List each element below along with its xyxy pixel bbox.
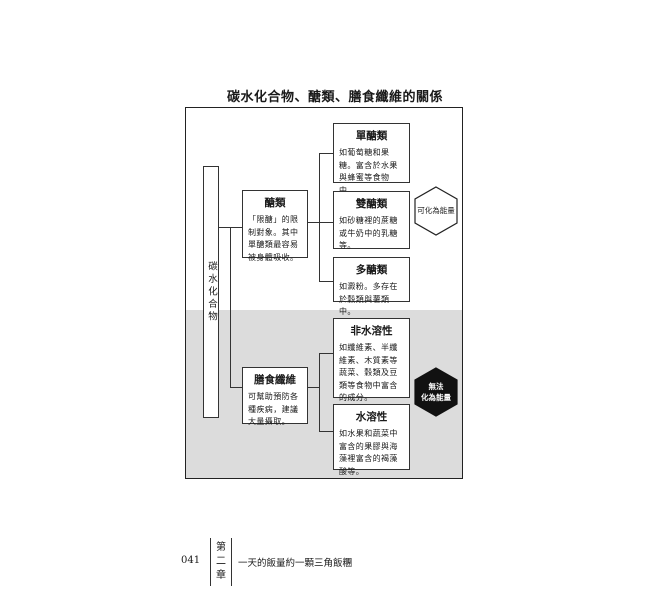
- diagram-frame: 碳水化合物 醣類 「限醣」的限制對象。其中單醣類最容易被身體吸收。 膳食纖維 可…: [185, 107, 463, 479]
- connector-sugars-spine: [319, 153, 320, 281]
- chapter-title: 一天的飯量約一顆三角飯糰: [238, 558, 353, 569]
- carbohydrate-root-box: 碳水化合物: [203, 166, 219, 418]
- monosaccharide-box: 單醣類 如葡萄糖和果糖。富含於水果與蜂蜜等食物中。: [333, 123, 410, 195]
- connector-fiber-spine: [319, 353, 320, 431]
- sugars-heading: 醣類: [264, 197, 286, 209]
- disaccharide-box: 雙醣類 如砂糖裡的蔗糖或牛奶中的乳糖等。: [333, 191, 410, 250]
- connector-root-fiber: [230, 387, 242, 388]
- no-energy-line1: 無法: [428, 382, 444, 391]
- energy-hexagon-label: 可化為能量: [417, 206, 455, 215]
- connector-to-mono: [319, 153, 333, 154]
- insoluble-fiber-description: 如纖維素、半纖維素、木質素等蔬菜、穀類及豆類等食物中富含的成分。: [339, 343, 398, 402]
- connector-to-poly: [319, 281, 333, 282]
- fiber-description: 可幫助預防各種疾病，建議大量攝取。: [248, 392, 299, 426]
- connector-to-soluble: [319, 431, 333, 432]
- sugars-description: 「限醣」的限制對象。其中單醣類最容易被身體吸收。: [248, 215, 299, 262]
- soluble-fiber-description: 如水果和蔬菜中富含的果膠與海藻裡富含的褐藻酸等。: [339, 429, 398, 476]
- connector-sugars-out: [308, 222, 319, 223]
- disaccharide-description: 如砂糖裡的蔗糖或牛奶中的乳糖等。: [339, 216, 398, 250]
- chapter-char-3: 章: [216, 570, 226, 581]
- connector-root-spine: [230, 227, 231, 387]
- connector-fiber-out: [308, 387, 319, 388]
- energy-hexagon: [414, 186, 458, 236]
- soluble-fiber-heading: 水溶性: [355, 411, 388, 423]
- insoluble-fiber-heading: 非水溶性: [350, 325, 393, 337]
- monosaccharide-heading: 單醣類: [355, 130, 388, 142]
- polysaccharide-box: 多醣類 如澱粉。多存在於穀類與薯類中。: [333, 257, 410, 316]
- connector-to-insoluble: [319, 353, 333, 354]
- sugars-box: 醣類 「限醣」的限制對象。其中單醣類最容易被身體吸收。: [242, 190, 308, 262]
- chapter-char-2: 二: [216, 556, 226, 567]
- polysaccharide-description: 如澱粉。多存在於穀類與薯類中。: [339, 282, 398, 316]
- insoluble-fiber-box: 非水溶性 如纖維素、半纖維素、木質素等蔬菜、穀類及豆類等食物中富含的成分。: [333, 318, 410, 402]
- root-label: 碳水化合物: [206, 260, 217, 324]
- diagram-title: 碳水化合物、醣類、膳食纖維的關係: [226, 90, 443, 105]
- connector-to-di: [319, 222, 333, 223]
- no-energy-hexagon-label: 無法 化為能量: [414, 381, 458, 403]
- no-energy-hexagon: [414, 367, 458, 417]
- monosaccharide-description: 如葡萄糖和果糖。富含於水果與蜂蜜等食物中。: [339, 148, 398, 195]
- no-energy-line2: 化為能量: [421, 393, 451, 402]
- fiber-heading: 膳食纖維: [254, 374, 296, 386]
- disaccharide-heading: 雙醣類: [355, 198, 388, 210]
- chapter-marker: 第 二 章: [210, 538, 232, 586]
- page-number: 041: [181, 555, 201, 566]
- chapter-char-1: 第: [216, 542, 226, 553]
- polysaccharide-heading: 多醣類: [355, 264, 388, 276]
- soluble-fiber-box: 水溶性 如水果和蔬菜中富含的果膠與海藻裡富含的褐藻酸等。: [333, 404, 410, 476]
- fiber-box: 膳食纖維 可幫助預防各種疾病，建議大量攝取。: [242, 367, 308, 426]
